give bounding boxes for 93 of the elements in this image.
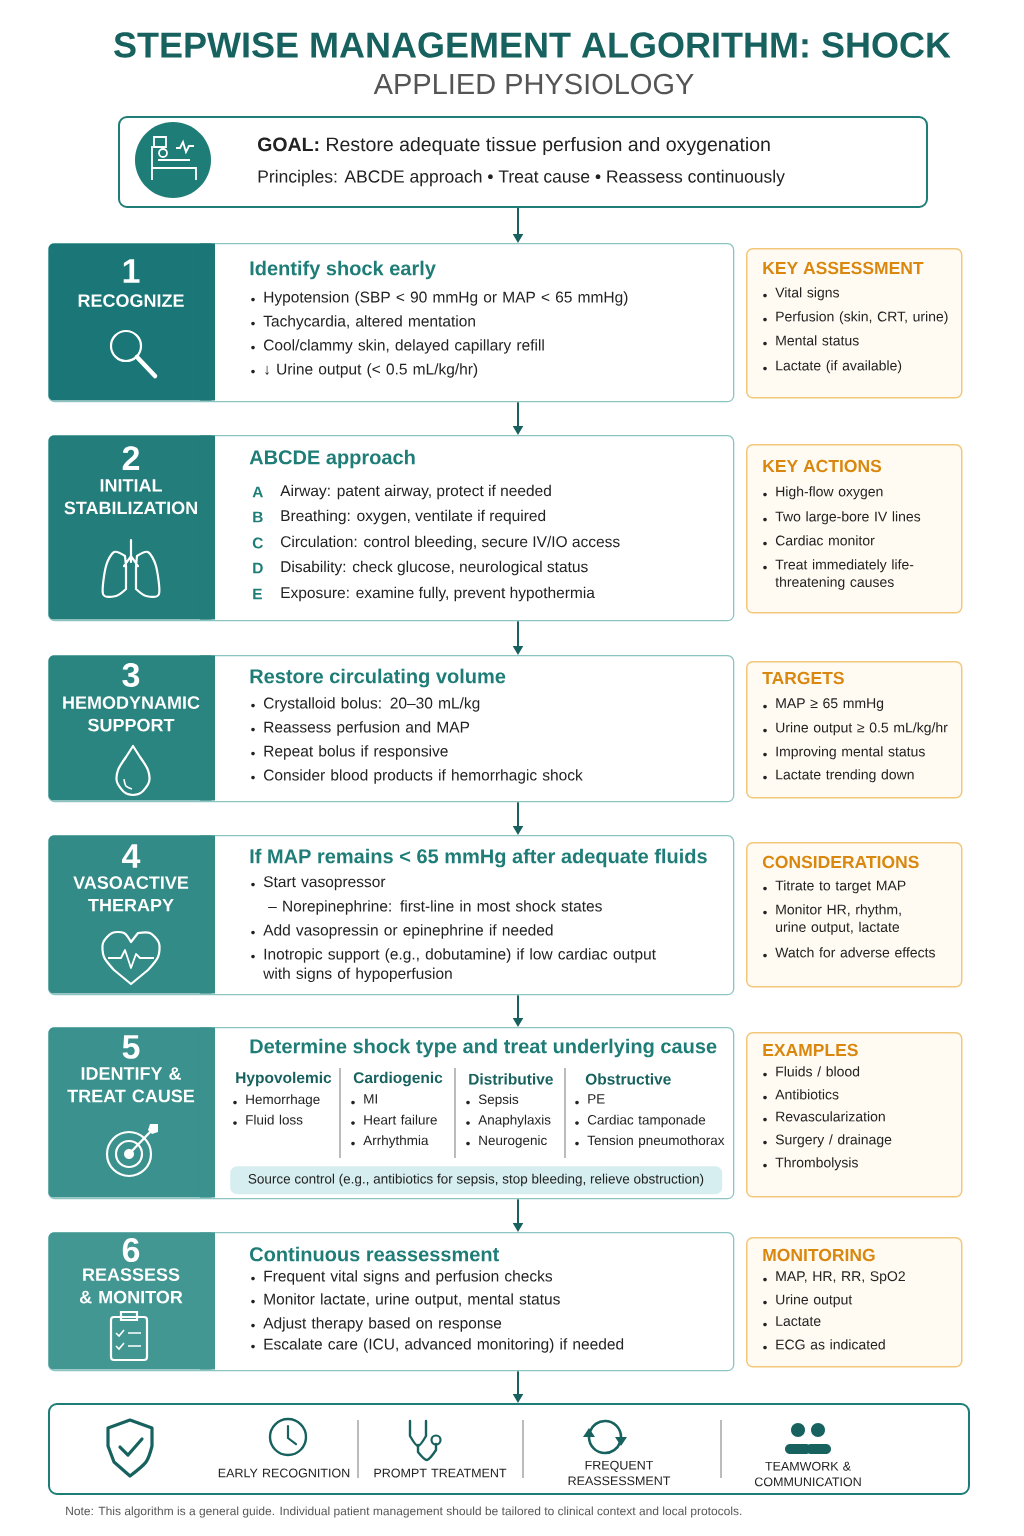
- bullet-item: Hypotension (SBP < 90 mmHg or MAP < 65 mmHg): [251, 291, 628, 306]
- bullet-item: Hemorrhage: [233, 1094, 320, 1107]
- bullet-item: Add vasopressin or epinephrine if needed: [251, 924, 553, 939]
- bullet-item: Heart failure: [351, 1114, 437, 1125]
- bullet-item: Adjust therapy based on response: [251, 1317, 502, 1332]
- bullet-item: Fluid loss: [233, 1114, 303, 1125]
- step-number: 6: [122, 1237, 140, 1263]
- bullet-item: Vital signs: [763, 287, 839, 301]
- bullet-item: Neurogenic: [466, 1135, 547, 1148]
- bullet-item: Arrhythmia: [351, 1135, 429, 1148]
- lettered-item: B Breathing: oxygen, ventilate if required: [253, 509, 546, 525]
- bullet-item: MI: [351, 1094, 377, 1105]
- bullet-item: Monitor HR, rhythm, urine output, lactate: [763, 904, 901, 935]
- step-label: IDENTIFY & TREAT CAUSE: [67, 1067, 195, 1103]
- side-heading: KEY ACTIONS: [763, 459, 882, 473]
- bullet-item: Mental status: [763, 335, 859, 346]
- bullet-item: Tension pneumothorax: [575, 1135, 725, 1148]
- side-heading: EXAMPLES: [763, 1043, 858, 1057]
- note-text: Note: This algorithm is a general guide. Individual patient management should be tailored to clinical context and local protocols.: [66, 1506, 742, 1518]
- bullet-item: Cool/clammy skin, delayed capillary refill: [251, 339, 544, 354]
- bullet-item: Fluids / blood: [763, 1066, 860, 1077]
- goal-text: GOAL: Restore adequate tissue perfusion and oxygenation: [258, 136, 770, 156]
- step-label: REASSESS & MONITOR: [79, 1268, 183, 1304]
- bullet-item: Improving mental status: [763, 746, 925, 760]
- bullet-item: Inotropic support (e.g., dobutamine) if low cardiac output with signs of hypoperfusion: [251, 948, 656, 983]
- bullet-item: Antibiotics: [763, 1089, 839, 1100]
- bullet-item: High-flow oxygen: [763, 486, 883, 500]
- side-heading: CONSIDERATIONS: [762, 855, 919, 869]
- step-heading: Identify shock early: [250, 260, 436, 280]
- step-number: 1: [123, 259, 140, 283]
- bullet-item: Tachycardia, altered mentation: [251, 315, 475, 330]
- bullet-item: Cardiac tamponade: [575, 1114, 706, 1128]
- bullet-item: Anaphylaxis: [466, 1114, 551, 1128]
- bullet-item: MAP ≥ 65 mmHg: [763, 698, 884, 711]
- bullet-item: Start vasopressor: [251, 876, 386, 891]
- bullet-item: Lactate trending down: [763, 769, 914, 783]
- bullet-item: Thrombolysis: [763, 1157, 858, 1171]
- step-number: 3: [122, 662, 140, 688]
- step-label: HEMODYNAMIC SUPPORT: [63, 696, 200, 732]
- lettered-item: A Airway: patent airway, protect if needed: [252, 484, 551, 500]
- column-heading: Obstructive: [585, 1073, 671, 1085]
- bullet-item: Urine output ≥ 0.5 mL/kg/hr: [763, 722, 948, 736]
- step-label: VASOACTIVE THERAPY: [73, 876, 189, 912]
- lettered-item: C Circulation: control bleeding, secure IV/IO access: [252, 535, 620, 551]
- step-heading: If MAP remains < 65 mmHg after adequate fluids: [250, 848, 707, 868]
- column-heading: Cardiogenic: [353, 1071, 443, 1087]
- step-label: RECOGNIZE: [78, 294, 184, 307]
- bullet-item: Titrate to target MAP: [763, 880, 906, 894]
- bullet-item: Frequent vital signs and perfusion checks: [251, 1270, 553, 1285]
- principle-label: EARLY RECOGNITION: [218, 1468, 350, 1478]
- step-heading: Determine shock type and treat underlying cause: [250, 1038, 717, 1058]
- step-label: INITIAL STABILIZATION: [64, 479, 197, 515]
- sub-item: – Norepinephrine: first-line in most shock states: [268, 900, 602, 915]
- bullet-item: Crystalloid bolus: 20–30 mL/kg: [251, 697, 480, 712]
- step-number: 4: [122, 844, 141, 868]
- bullet-item: PE: [575, 1094, 605, 1105]
- bullet-item: Cardiac monitor: [763, 535, 875, 546]
- bullet-item: Two large-bore IV lines: [763, 511, 921, 525]
- bullet-item: Revascularization: [763, 1111, 885, 1122]
- step-heading: Restore circulating volume: [250, 668, 506, 688]
- bullet-item: Surgery / drainage: [763, 1134, 892, 1148]
- principle-label: PROMPT TREATMENT: [374, 1468, 507, 1478]
- bullet-item: Repeat bolus if responsive: [251, 745, 448, 760]
- bullet-item: ECG as indicated: [763, 1339, 885, 1350]
- principle-label: TEAMWORK & COMMUNICATION: [754, 1461, 861, 1487]
- bullet-item: Consider blood products if hemorrhagic shock: [251, 769, 583, 784]
- bullet-item: Lactate: [763, 1316, 821, 1327]
- column-heading: Hypovolemic: [236, 1071, 332, 1087]
- bullet-item: Reassess perfusion and MAP: [251, 721, 470, 736]
- principles-text: Principles: ABCDE approach • Treat cause • Reassess continuously: [258, 169, 785, 187]
- bullet-item: Monitor lactate, urine output, mental status: [251, 1293, 560, 1308]
- bullet-item: ↓ Urine output (< 0.5 mL/kg/hr): [251, 363, 478, 378]
- bullet-item: MAP, HR, RR, SpO2: [763, 1271, 905, 1284]
- column-heading: Distributive: [469, 1073, 553, 1085]
- step-heading: Continuous reassessment: [250, 1246, 499, 1262]
- principle-label: FREQUENT REASSESSMENT: [568, 1460, 671, 1486]
- source-control-band: Source control (e.g., antibiotics for sepsis, stop bleeding, relieve obstruction): [230, 1166, 723, 1195]
- bullet-item: Treat immediately life-threatening causes: [763, 559, 914, 590]
- side-heading: KEY ASSESSMENT: [763, 261, 924, 275]
- step-number: 2: [122, 446, 140, 470]
- bullet-item: Watch for adverse effects: [763, 947, 935, 958]
- bullet-item: Escalate care (ICU, advanced monitoring) if needed: [251, 1338, 624, 1353]
- bullet-item: Urine output: [763, 1294, 853, 1308]
- step-number: 5: [122, 1035, 140, 1059]
- lettered-item: E Exposure: examine fully, prevent hypothermia: [253, 586, 595, 602]
- bullet-item: Lactate (if available): [763, 360, 902, 374]
- side-heading: MONITORING: [763, 1248, 875, 1262]
- bullet-item: Perfusion (skin, CRT, urine): [763, 311, 948, 325]
- bullet-item: Sepsis: [466, 1094, 519, 1107]
- step-heading: ABCDE approach: [249, 449, 415, 469]
- title: STEPWISE MANAGEMENT ALGORITHM: SHOCK: [114, 32, 951, 58]
- side-heading: TARGETS: [762, 671, 844, 685]
- lettered-item: D Disability: check glucose, neurological status: [253, 560, 588, 576]
